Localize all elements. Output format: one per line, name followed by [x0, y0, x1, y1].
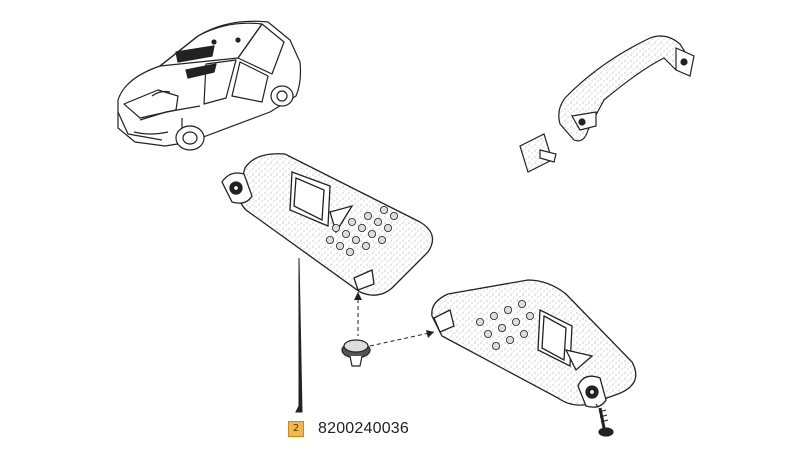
assembly-arrows — [354, 292, 434, 338]
grab-handle — [558, 35, 695, 142]
part-number-label[interactable]: 8200240036 — [318, 420, 409, 437]
callout-leader — [295, 257, 303, 413]
handle-cover-clip — [519, 133, 557, 173]
part-callout: 2 8200240036 — [288, 419, 409, 439]
callout-index-badge: 2 — [288, 421, 304, 437]
car-illustration — [117, 20, 302, 151]
visor-clip — [341, 339, 371, 367]
right-sun-visor — [431, 279, 637, 408]
left-sun-visor — [221, 153, 434, 296]
mounting-screw — [598, 407, 614, 437]
